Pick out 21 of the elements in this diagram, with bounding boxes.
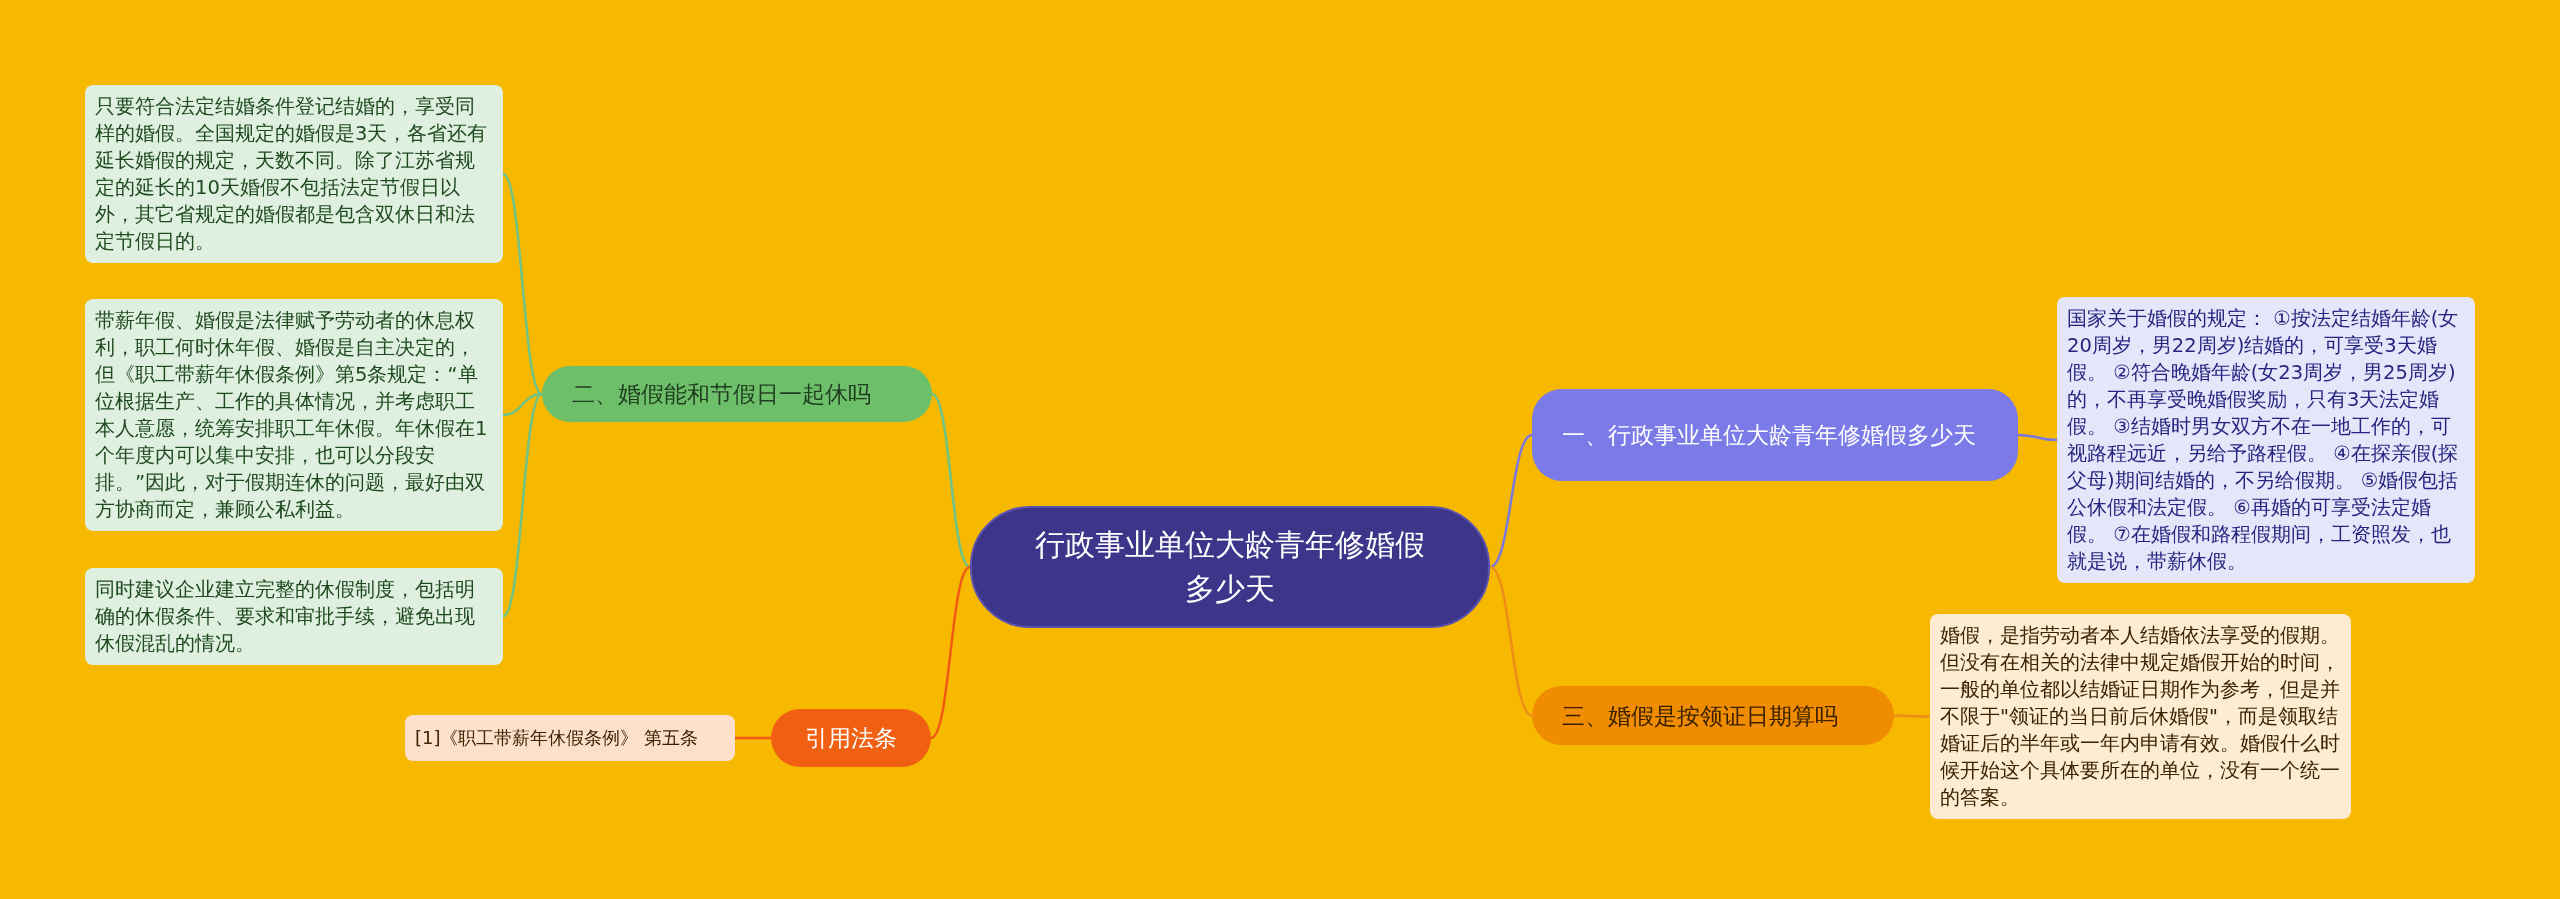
note-card: 只要符合法定结婚条件登记结婚的，享受同样的婚假。全国规定的婚假是3天，各省还有延长婚假的规定，天数不同。除了江苏省规定的延长的10天婚假不包括法定节假日以外，其它省规定的婚假都是包含双休日和法定节假日的。: [85, 85, 503, 263]
connector-line: [930, 566, 971, 739]
note-card: 婚假，是指劳动者本人结婚依法享受的假期。但没有在相关的法律中规定婚假开始的时间，一般的单位都以结婚证日期作为参考，但是并不限于"领证的当日前后休婚假"，而是领取结婚证后的半年或一年内申请有效。婚假什么时候开始这个具体要所在的单位，没有一个统一的答案。: [1930, 614, 2351, 819]
connector-line: [502, 173, 543, 395]
topic-bubble: 三、婚假是按领证日期算吗: [1532, 686, 1894, 745]
connector-line: [1489, 565, 1533, 717]
connector-line: [735, 736, 771, 740]
central-topic: 行政事业单位大龄青年修婚假多少天: [970, 506, 1490, 628]
topic-bubble: 一、行政事业单位大龄青年修婚假多少天: [1532, 389, 2018, 481]
connector-line: [1894, 714, 1930, 718]
connector-line: [502, 392, 543, 417]
note-card: 带薪年假、婚假是法律赋予劳动者的休息权利，职工何时休年假、婚假是自主决定的，但《职工带薪年休假条例》第5条规定：“单位根据生产、工作的具体情况，并考虑职工本人意愿，统筹安排职工年休假。年休假在1个年度内可以集中安排，也可以分段安排。”因此，对于假期连休的问题，最好由双方协商而定，兼顾公私利益。: [85, 299, 503, 531]
connector-line: [2017, 433, 2058, 442]
connector-line: [502, 393, 543, 618]
note-card: [1]《职工带薪年休假条例》 第五条: [405, 715, 735, 761]
note-card: 同时建议企业建立完整的休假制度，包括明确的休假条件、要求和审批手续，避免出现休假混乱的情况。: [85, 568, 503, 665]
topic-bubble: 引用法条: [771, 709, 931, 767]
note-card: 国家关于婚假的规定： ①按法定结婚年龄(女20周岁，男22周岁)结婚的，可享受3天婚假。 ②符合晚婚年龄(女23周岁，男25周岁)的，不再享受晚婚假奖励，只有3天法定婚假。 ③结婚时男女双方不在一地工作的，可视路程远近，另给予路程假。 ④在探亲假(探父母)期间结婚的，不另给假期。 ⑤婚假包括公休假和法定假。 ⑥再婚的可享受法定婚假。 ⑦在婚假和路程假期间，工资照发，也就是说，带薪休假。: [2057, 297, 2475, 583]
connector-line: [1489, 433, 1533, 569]
connector-line: [931, 393, 971, 568]
topic-bubble: 二、婚假能和节假日一起休吗: [542, 366, 932, 422]
